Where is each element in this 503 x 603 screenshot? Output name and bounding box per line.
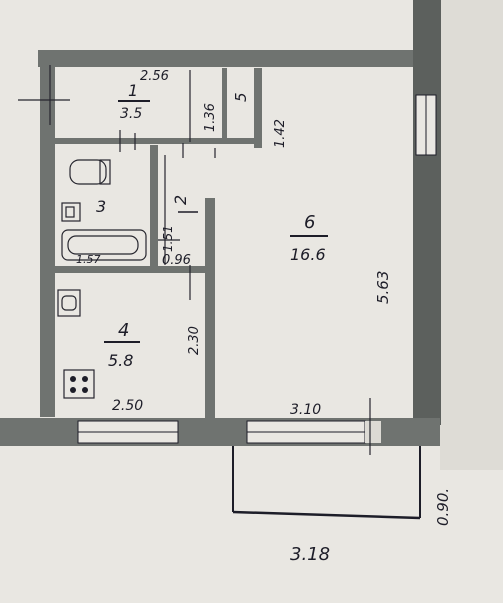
partition-5-right [254,68,262,148]
dimension-0-96: 0.96 [162,253,191,268]
stove-icon [63,369,95,399]
room-5-number: 5 [232,92,250,102]
partition-4-6 [205,198,215,418]
left-wall [40,62,55,417]
dimension-0-90: 0.90. [434,488,452,526]
room-1-number: 1 [128,81,138,100]
room-2-number: 2 [171,195,190,205]
dimension-5-63: 5.63 [374,271,392,304]
top-wall [38,50,418,67]
dimension-2-50: 2.50 [112,398,143,414]
room-6-number: 6 [304,212,315,233]
dimension-1-51: 1.51 [161,225,175,252]
right-wall [413,0,441,425]
room-3-number: 3 [96,197,106,216]
room-1-area: 3.5 [120,106,142,122]
dimension-1-42: 1.42 [273,119,288,148]
room-4-area: 5.8 [108,351,133,370]
dimension-1-57: 1.57 [76,253,101,266]
dimension-3-10: 3.10 [290,402,321,418]
dimension-2-30: 2.30 [187,326,202,355]
dimension-3-18: 3.18 [290,544,330,565]
paper-shadow [440,0,503,470]
dimension-1-36: 1.36 [203,103,218,132]
sink-icon [61,202,81,222]
dimension-2-56: 2.56 [140,69,169,84]
partition-3-2 [150,145,158,270]
partition-3-4 [55,266,205,273]
room-6-area: 16.6 [290,245,326,264]
partition-5-left [222,68,227,143]
bathtub-icon [61,229,147,261]
toilet-icon [69,159,111,185]
kitchen-sink-icon [57,289,81,317]
partition-1-3 [55,138,260,144]
room-4-number: 4 [118,320,129,341]
balcony-outline [232,446,421,520]
balcony-door [365,421,381,443]
